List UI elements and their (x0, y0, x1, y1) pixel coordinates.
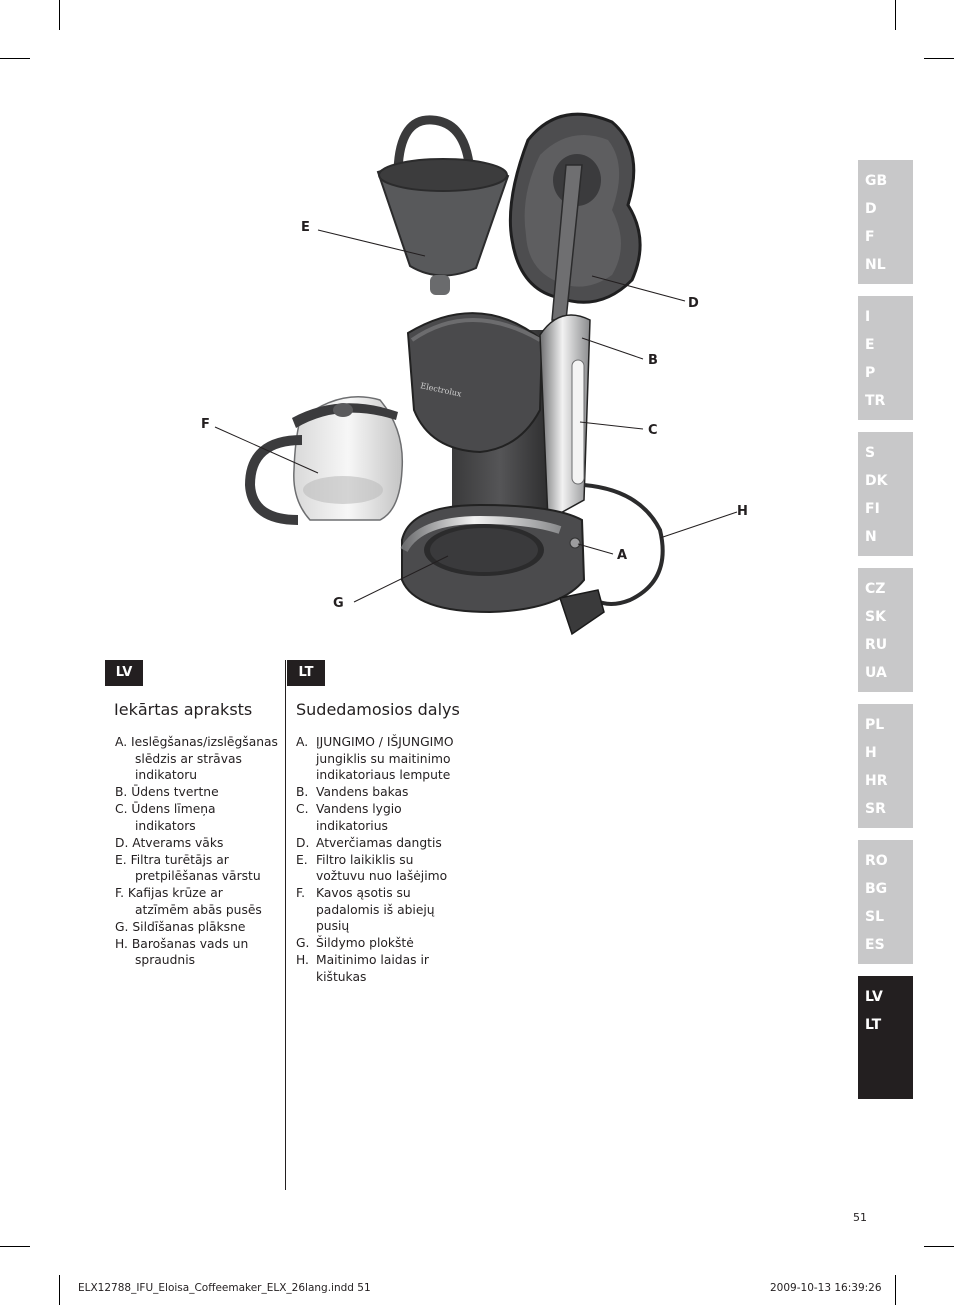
lv-badge: LV (105, 660, 143, 686)
crop-mark (59, 0, 60, 30)
list-item: E. Filtra turētājs ar pretpilēšanas vārs… (115, 852, 261, 884)
coffeemaker-body: Electrolux (400, 312, 591, 614)
callout-d: D (688, 296, 699, 311)
language-code-dk: DK (865, 473, 888, 489)
list-item: D. Atverams vāks (115, 835, 224, 850)
coffeemaker-illustration: Electrolux (214, 112, 738, 636)
language-code-h: H (865, 745, 877, 761)
open-lid (508, 112, 642, 321)
language-code-sk: SK (865, 609, 886, 625)
list-item-key: A. (296, 735, 309, 749)
list-item: C. Vandens lygio indikatorius (296, 801, 466, 834)
callout-h: H (737, 504, 748, 519)
crop-mark (924, 58, 954, 59)
list-item-text: Atverčiamas dangtis (316, 835, 442, 850)
language-code-bg: BG (865, 881, 888, 897)
lv-parts-list: A. Ieslēgšanas/izslēgšanas slēdzis ar st… (115, 734, 280, 969)
crop-mark (0, 1246, 30, 1247)
list-item: G. Šildymo plokštė (296, 935, 466, 952)
language-code-sl: SL (865, 909, 885, 925)
language-code-cz: CZ (865, 581, 886, 597)
list-item: H. Barošanas vads un spraudnis (115, 936, 249, 968)
language-code-ua: UA (865, 665, 887, 681)
list-item: G. Sildīšanas plāksne (115, 919, 246, 934)
footer-filename: ELX12788_IFU_Eloisa_Coffeemaker_ELX_26la… (78, 1282, 371, 1294)
language-code-f: F (865, 229, 875, 245)
list-item: D. Atverčiamas dangtis (296, 835, 466, 852)
leader-lines (214, 229, 738, 603)
language-code-fi: FI (865, 501, 880, 517)
language-code-pl: PL (865, 717, 885, 733)
language-code-d: D (865, 201, 877, 217)
language-code-e: E (865, 337, 875, 353)
language-code-n: N (865, 529, 877, 545)
callout-g: G (333, 596, 344, 611)
lv-section-title: Iekārtas apraksts (114, 700, 253, 719)
crop-mark (59, 1275, 60, 1305)
language-code-ro: RO (865, 853, 888, 869)
crop-mark (895, 0, 896, 30)
callout-e: E (301, 220, 310, 235)
language-code-lv: LV (865, 989, 883, 1005)
language-code-ru: RU (865, 637, 888, 653)
crop-mark (924, 1246, 954, 1247)
power-cord (559, 483, 665, 636)
language-code-es: ES (865, 937, 885, 953)
lt-badge: LT (287, 660, 325, 686)
crop-mark (895, 1275, 896, 1305)
list-item-text: Vandens bakas (316, 785, 409, 799)
list-item: A. Ieslēgšanas/izslēgšanas slēdzis ar st… (115, 735, 278, 782)
list-item-text: Šildymo plokštė (316, 936, 414, 950)
language-code-hr: HR (865, 773, 888, 789)
callout-f: F (201, 417, 210, 432)
language-tab-group: RO BG SL ES (858, 840, 913, 964)
callout-b: B (648, 353, 658, 368)
language-code-sr: SR (865, 801, 886, 817)
list-item: F. Kafijas krūze ar atzīmēm abās pusēs (115, 886, 262, 917)
language-tab-group: CZ SK RU UA (858, 568, 913, 692)
list-item-key: D. (296, 835, 310, 850)
list-item-key: E. (296, 852, 308, 867)
callout-a: A (617, 548, 628, 563)
language-tab-group: LV LT (858, 976, 913, 1099)
lt-parts-list: A. ĮJUNGIMO / IŠJUNGIMO jungiklis su mait… (296, 734, 466, 986)
footer-timestamp: 2009-10-13 16:39:26 (770, 1282, 882, 1294)
list-item-key: H. (296, 953, 309, 967)
language-code-nl: NL (865, 257, 886, 273)
callout-c: C (648, 423, 658, 438)
filter-holder (376, 115, 510, 295)
list-item-text: ĮJUNGIMO / IŠJUNGIMO jungiklis su maitin… (316, 735, 454, 782)
list-item: A. ĮJUNGIMO / IŠJUNGIMO jungiklis su mait… (296, 734, 466, 784)
list-item: B. Vandens bakas (296, 784, 466, 801)
language-tab-group: S DK FI N (858, 432, 913, 556)
list-item-key: G. (296, 936, 310, 950)
list-item: H. Maitinimo laidas ir kištukas (296, 952, 466, 985)
page-number: 51 (853, 1211, 867, 1224)
list-item: F. Kavos ąsotis su padalomis iš abiejų pu… (296, 885, 466, 935)
language-code-s: S (865, 445, 876, 461)
list-item-text: Maitinimo laidas ir kištukas (316, 953, 429, 984)
language-tab-group: PL H HR SR (858, 704, 913, 828)
language-code-lt: LT (865, 1017, 882, 1033)
glass-carafe (244, 396, 404, 525)
list-item-text: Filtro laikiklis su vožtuvu nuo lašėjimo (316, 852, 448, 884)
list-item-text: Kavos ąsotis su padalomis iš abiejų pusi… (316, 886, 435, 933)
list-item-text: Vandens lygio indikatorius (316, 802, 402, 833)
language-code-p: P (865, 365, 876, 381)
column-divider (285, 660, 286, 1190)
language-code-i: I (865, 309, 871, 325)
list-item: C. Ūdens līmeņa indikators (115, 802, 216, 833)
language-code-tr: TR (865, 393, 886, 409)
list-item: E. Filtro laikiklis su vožtuvu nuo lašėji… (296, 852, 466, 885)
list-item: B. Ūdens tvertne (115, 785, 219, 799)
list-item-key: C. (296, 802, 309, 816)
language-code-gb: GB (865, 173, 888, 189)
crop-mark (0, 58, 30, 59)
list-item-key: F. (296, 886, 306, 900)
lt-section-title: Sudedamosios dalys (296, 700, 460, 719)
list-item-key: B. (296, 785, 309, 799)
